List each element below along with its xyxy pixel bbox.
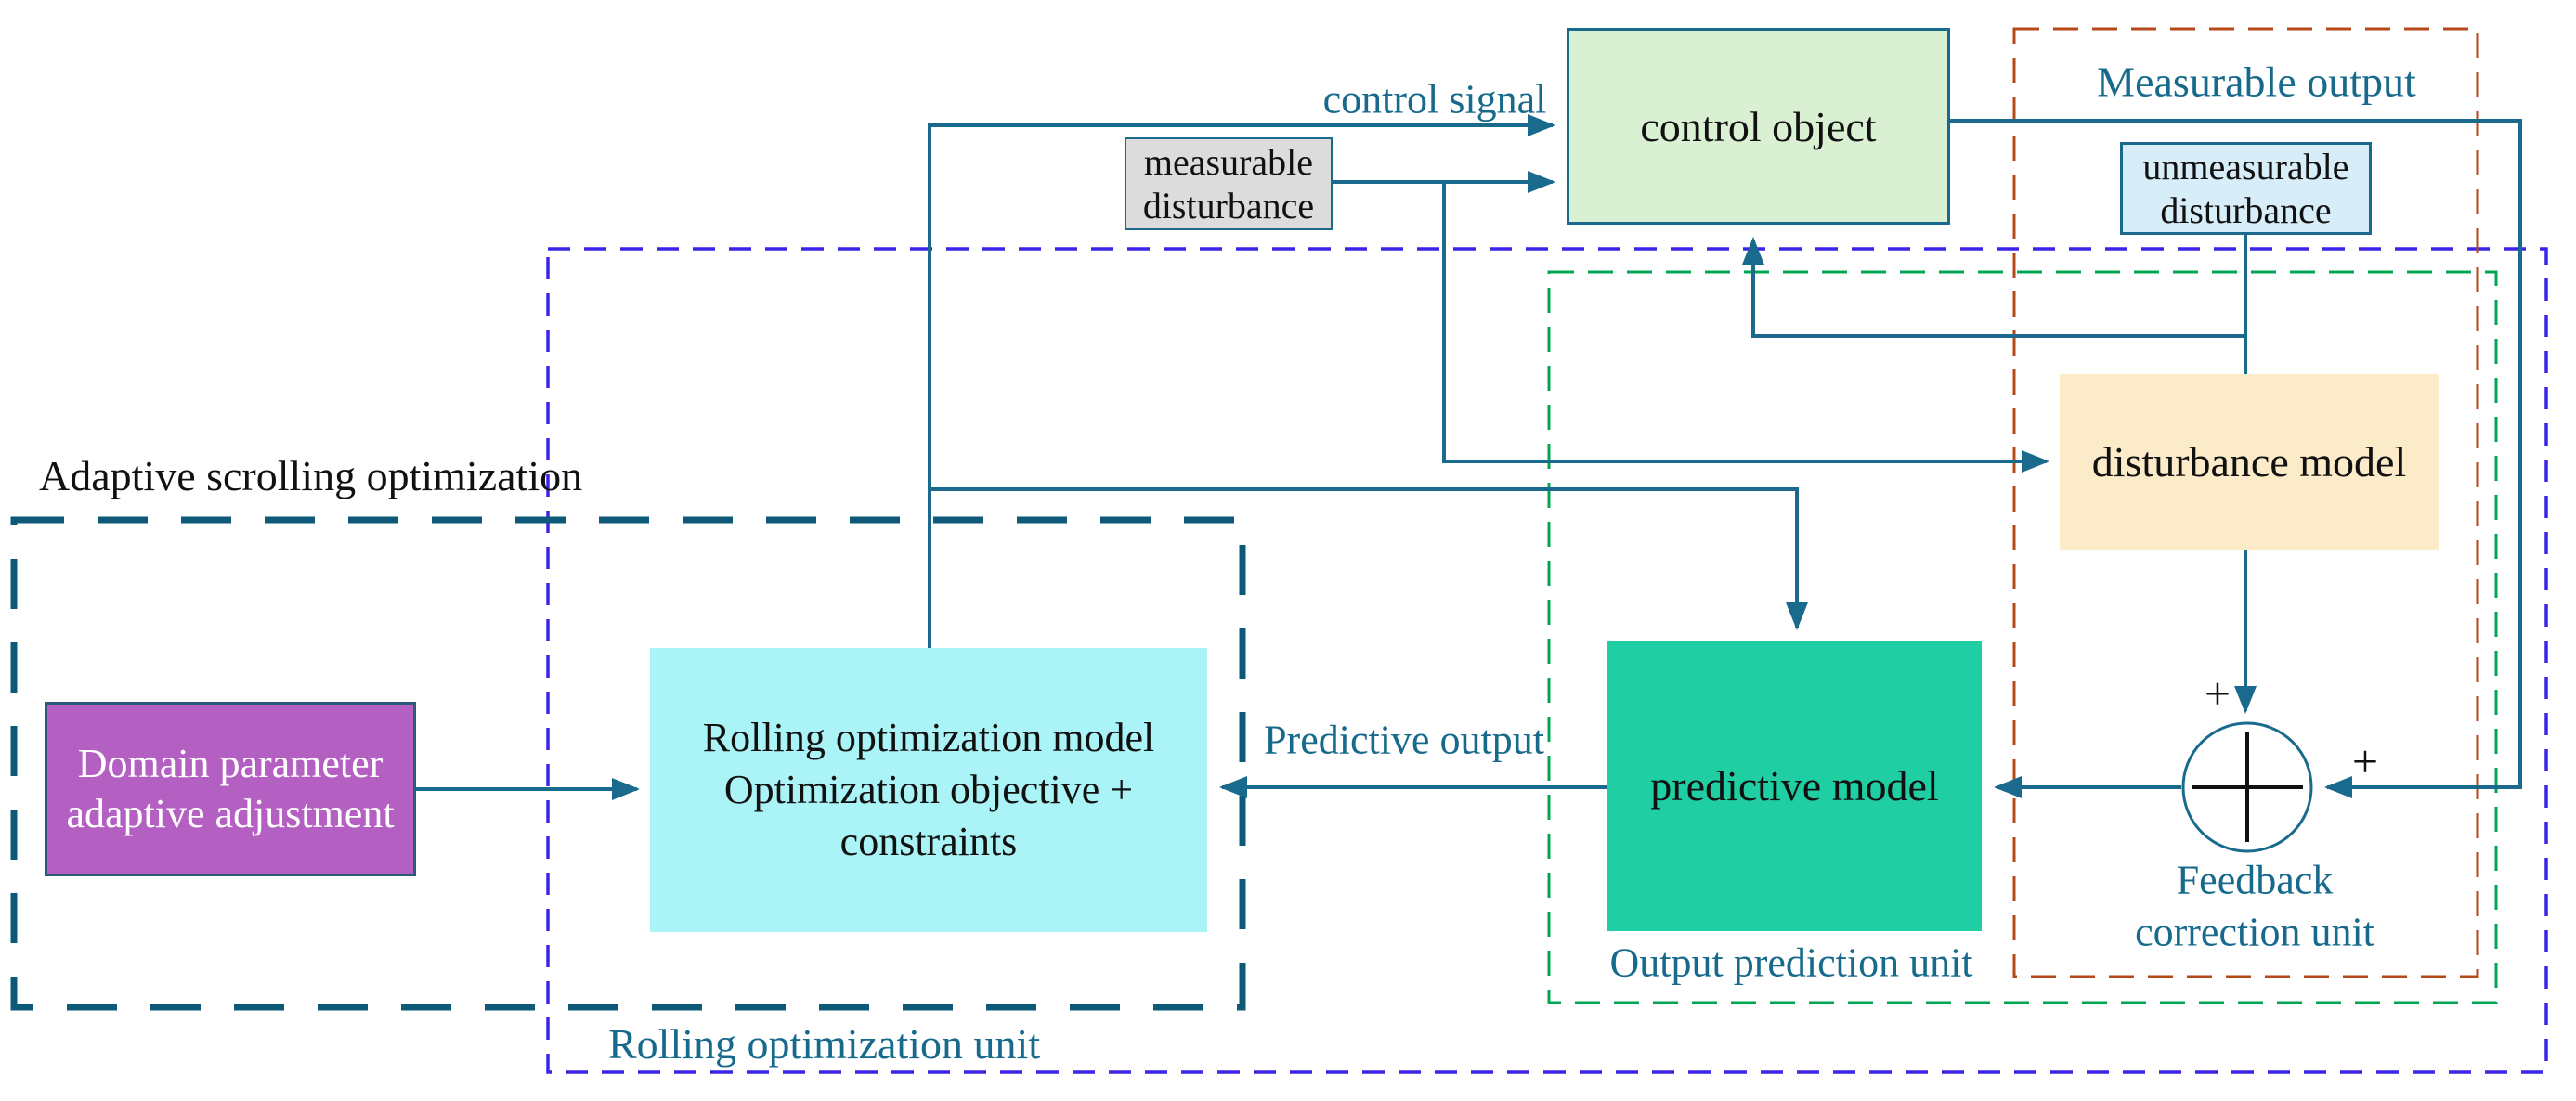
feedback-correction-unit-label-line1: Feedback <box>2176 857 2334 903</box>
unmeasurable-disturbance-line2: disturbance <box>2160 189 2332 231</box>
measurable-output-feedback-connector <box>1950 119 2522 798</box>
control-object-box: control object <box>1567 28 1950 225</box>
control-signal-label: control signal <box>1322 76 1547 123</box>
measurable-disturbance-line1: measurable <box>1143 141 1314 183</box>
domain-parameter-line2: adaptive adjustment <box>66 791 395 836</box>
rolling-optimization-dashed-box <box>10 516 1246 1011</box>
domain-parameter-box: Domain parameter adaptive adjustment <box>45 702 416 876</box>
disturbance-model-box: disturbance model <box>2060 374 2439 550</box>
rolling-to-predictive-model-connector <box>930 487 1808 630</box>
output-prediction-unit-label: Output prediction unit <box>1609 939 1973 986</box>
feedback-correction-unit-label-line2: correction unit <box>2135 909 2374 955</box>
rolling-optimization-box: Rolling optimization model Optimization … <box>650 648 1207 932</box>
control-object-label: control object <box>1640 102 1877 150</box>
control-signal-connector <box>928 114 1555 648</box>
rolling-optimization-line1: Rolling optimization model <box>702 715 1155 760</box>
measurable-output-label: Measurable output <box>2097 58 2416 106</box>
adaptive-scrolling-optimization-label: Adaptive scrolling optimization <box>39 452 583 499</box>
domain-parameter-line1: Domain parameter <box>77 741 384 786</box>
plus-sign-right-input: + <box>2351 735 2379 787</box>
feedback-correction-dashed-box <box>2012 27 2479 978</box>
disturbance-model-label: disturbance model <box>2091 438 2407 486</box>
predictive-model-label: predictive model <box>1650 762 1939 810</box>
measurable-disturbance-box: measurable disturbance <box>1125 137 1333 230</box>
predictive-model-box: predictive model <box>1607 641 1982 931</box>
measurable-disturbance-to-disturbance-model-connector <box>1442 182 2049 473</box>
summing-junction <box>2181 721 2313 853</box>
rolling-optimization-line2: Optimization objective + <box>723 767 1134 812</box>
unmeasurable-disturbance-to-control-object-connector <box>1742 237 2245 338</box>
rolling-optimization-unit-label: Rolling optimization unit <box>608 1020 1041 1068</box>
measurable-disturbance-line2: disturbance <box>1142 185 1315 227</box>
unmeasurable-disturbance-line1: unmeasurable <box>2142 146 2349 188</box>
adaptive-optimization-dashed-box <box>546 247 2548 1074</box>
predictive-output-label: Predictive output <box>1264 717 1544 763</box>
output-prediction-dashed-box <box>1547 270 2498 1004</box>
plus-sign-top-input: + <box>2204 667 2231 719</box>
unmeasurable-disturbance-box: unmeasurable disturbance <box>2120 142 2372 235</box>
rolling-optimization-line3: constraints <box>839 819 1018 864</box>
